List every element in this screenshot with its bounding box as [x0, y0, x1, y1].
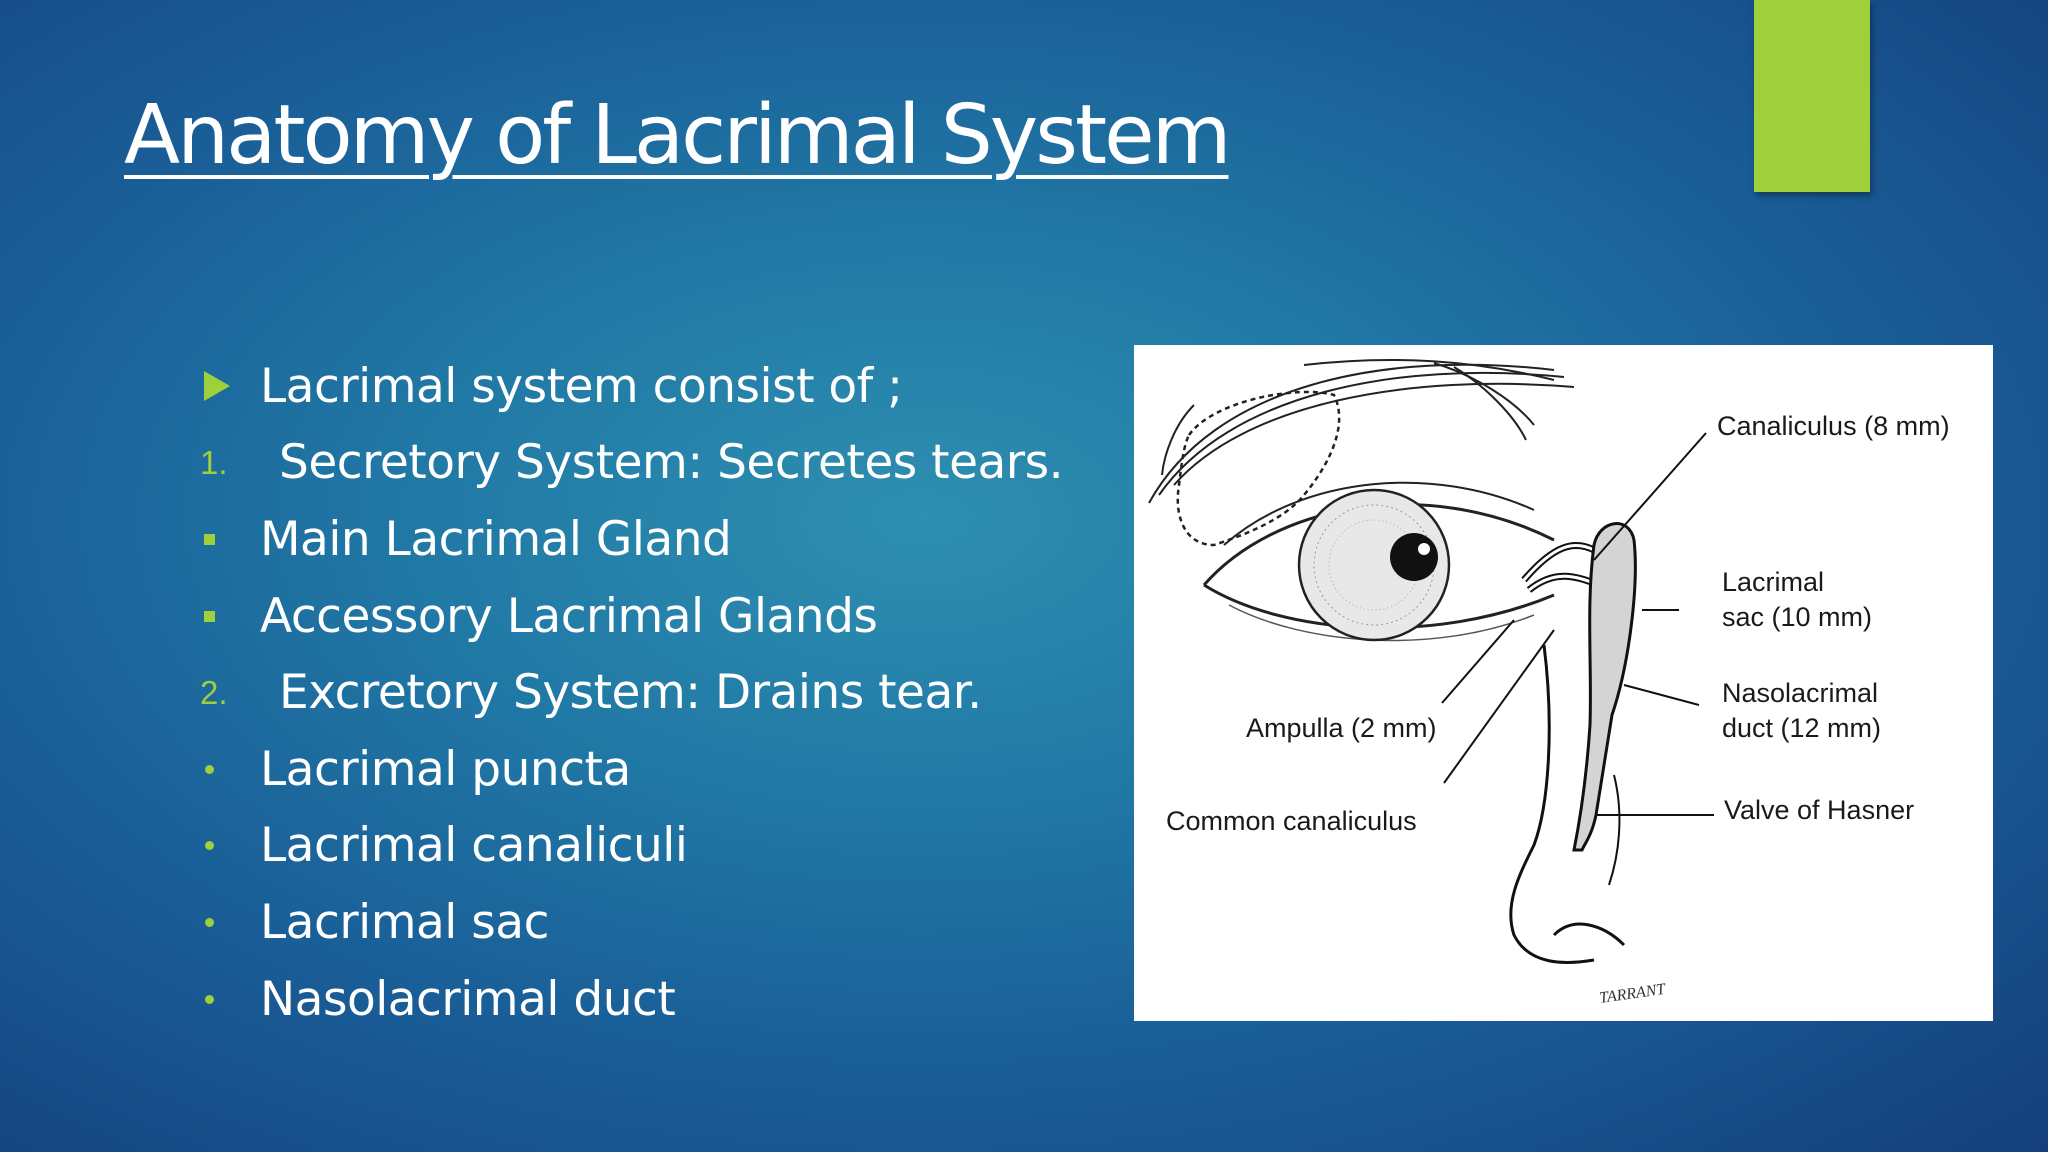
leader-lines: [1441, 432, 1714, 816]
label-valve: Valve of Hasner: [1724, 795, 1914, 825]
lacrimal-anatomy-diagram: TARRANT Canaliculus (8 mm) Lacrimal sac …: [1134, 345, 1993, 1021]
list-item: Lacrimal sac: [200, 884, 1100, 961]
bullet-text: Main Lacrimal Gland: [260, 511, 732, 567]
slide-title: Anatomy of Lacrimal System: [124, 88, 1231, 183]
label-ampulla: Ampulla (2 mm): [1246, 713, 1437, 743]
label-duct-line2: duct (12 mm): [1722, 713, 1881, 743]
diagram-drawing: TARRANT Canaliculus (8 mm) Lacrimal sac …: [1148, 359, 1950, 1007]
square-bullet-icon: [200, 533, 260, 545]
list-item: Lacrimal system consist of ;: [200, 348, 1100, 425]
bullet-text: Lacrimal system consist of ;: [260, 358, 903, 414]
lacrimal-gland: [1176, 390, 1341, 547]
bullet-text: Nasolacrimal duct: [260, 971, 676, 1027]
list-number: 1.: [200, 443, 228, 481]
nose-outline: [1509, 644, 1595, 964]
triangle-bullet-icon: [200, 371, 260, 402]
pupil: [1390, 533, 1438, 581]
iris: [1297, 488, 1451, 642]
dot-bullet-icon: [200, 764, 260, 774]
label-sac-line2: sac (10 mm): [1722, 602, 1872, 632]
list-item: Accessory Lacrimal Glands: [200, 578, 1100, 655]
list-item: 2. Excretory System: Drains tear.: [200, 654, 1100, 731]
eyebrow: [1148, 359, 1575, 504]
square-bullet-icon: [200, 610, 260, 622]
bullet-text: Lacrimal sac: [260, 894, 549, 950]
bullet-text: Secretory System: Secretes tears.: [279, 435, 1064, 491]
dot-bullet-icon: [200, 994, 260, 1004]
lacrimal-sac-duct: [1572, 522, 1637, 852]
list-item: Main Lacrimal Gland: [200, 501, 1100, 578]
accent-bar: [1754, 0, 1870, 192]
dot-bullet-icon: [200, 841, 260, 851]
bullet-text: Excretory System: Drains tear.: [279, 665, 982, 721]
list-item: Lacrimal canaliculi: [200, 808, 1100, 885]
bullet-text: Accessory Lacrimal Glands: [260, 588, 878, 644]
lid-crease: [1223, 481, 1535, 546]
bullet-list: Lacrimal system consist of ; 1. Secretor…: [200, 348, 1100, 1037]
label-canaliculus: Canaliculus (8 mm): [1717, 411, 1950, 441]
dot-bullet-icon: [200, 917, 260, 927]
list-item: Lacrimal puncta: [200, 731, 1100, 808]
label-common-canaliculus: Common canaliculus: [1166, 806, 1417, 836]
list-number: 2.: [200, 673, 228, 711]
label-sac-line1: Lacrimal: [1722, 567, 1824, 597]
illustrator-signature: TARRANT: [1598, 981, 1667, 1007]
bullet-text: Lacrimal canaliculi: [260, 818, 688, 874]
bullet-text: Lacrimal puncta: [260, 741, 631, 797]
label-duct-line1: Nasolacrimal: [1722, 678, 1878, 708]
list-item: 1. Secretory System: Secretes tears.: [200, 425, 1100, 502]
list-item: Nasolacrimal duct: [200, 961, 1100, 1038]
